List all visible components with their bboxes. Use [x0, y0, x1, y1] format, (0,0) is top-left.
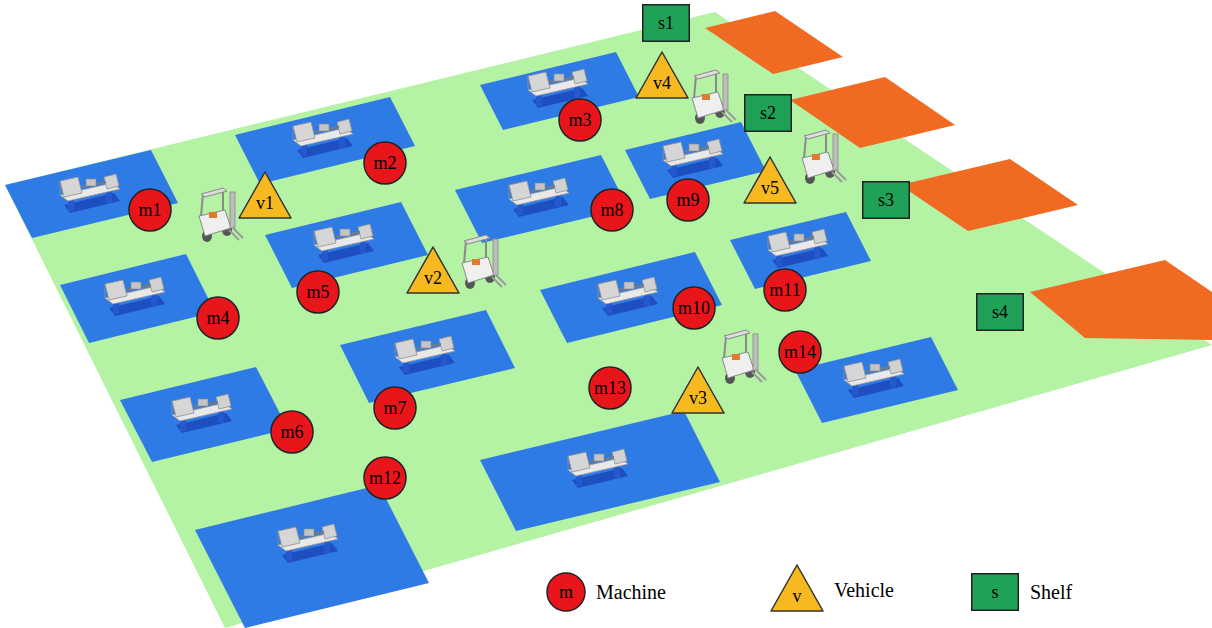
node-label: v4 [653, 74, 671, 92]
vehicle-triangle: v3 [671, 366, 725, 414]
machine-circle: m3 [558, 98, 602, 142]
machine-circle: m1 [128, 188, 172, 232]
machine-circle: m7 [373, 386, 417, 430]
node-label: m2 [373, 154, 396, 172]
node-label: m12 [369, 469, 401, 487]
machine-circle: m10 [672, 286, 716, 330]
node-label: m10 [678, 299, 710, 317]
node-label: m5 [306, 283, 329, 301]
node-label: m14 [784, 343, 816, 361]
node-label: m7 [383, 399, 406, 417]
vehicle-triangle: v [770, 564, 824, 612]
node-label: m9 [676, 191, 699, 209]
node-label: s1 [658, 14, 674, 32]
node-label: s4 [992, 303, 1008, 321]
machine-circle: m12 [363, 456, 407, 500]
machine-circle: m4 [196, 296, 240, 340]
node-label: v3 [689, 389, 707, 407]
node-label: m11 [769, 281, 800, 299]
shelf-square: s [971, 573, 1019, 611]
node-label: m6 [280, 423, 303, 441]
node-label: v [793, 587, 802, 605]
node-label: m [559, 583, 573, 601]
shelf-square: s1 [642, 4, 690, 42]
machine-circle: m [546, 572, 586, 612]
shelf-square: s4 [976, 293, 1024, 331]
node-label: m13 [594, 379, 626, 397]
node-label: v5 [761, 179, 779, 197]
vehicle-triangle: v1 [238, 171, 292, 219]
machine-circle: m11 [763, 268, 807, 312]
machine-circle: m6 [270, 410, 314, 454]
node-label: v2 [424, 269, 442, 287]
legend-label: Shelf [1030, 582, 1072, 602]
machine-circle: m13 [588, 366, 632, 410]
node-label: s2 [760, 104, 776, 122]
machine-circle: m9 [666, 178, 710, 222]
node-label: s3 [878, 191, 894, 209]
legend-label: Machine [596, 582, 666, 602]
machine-circle: m2 [363, 141, 407, 185]
vehicle-triangle: v2 [406, 246, 460, 294]
legend-label: Vehicle [834, 580, 894, 600]
machine-circle: m14 [778, 330, 822, 374]
node-label: m1 [138, 201, 161, 219]
vehicle-triangle: v4 [635, 51, 689, 99]
node-label: s [991, 583, 998, 601]
node-label: m3 [568, 111, 591, 129]
shelf-square: s2 [744, 94, 792, 132]
vehicle-triangle: v5 [743, 156, 797, 204]
node-label: m4 [206, 309, 229, 327]
machine-circle: m5 [296, 270, 340, 314]
node-label: m8 [600, 201, 623, 219]
machine-circle: m8 [590, 188, 634, 232]
node-label: v1 [256, 194, 274, 212]
shelf-square: s3 [862, 181, 910, 219]
